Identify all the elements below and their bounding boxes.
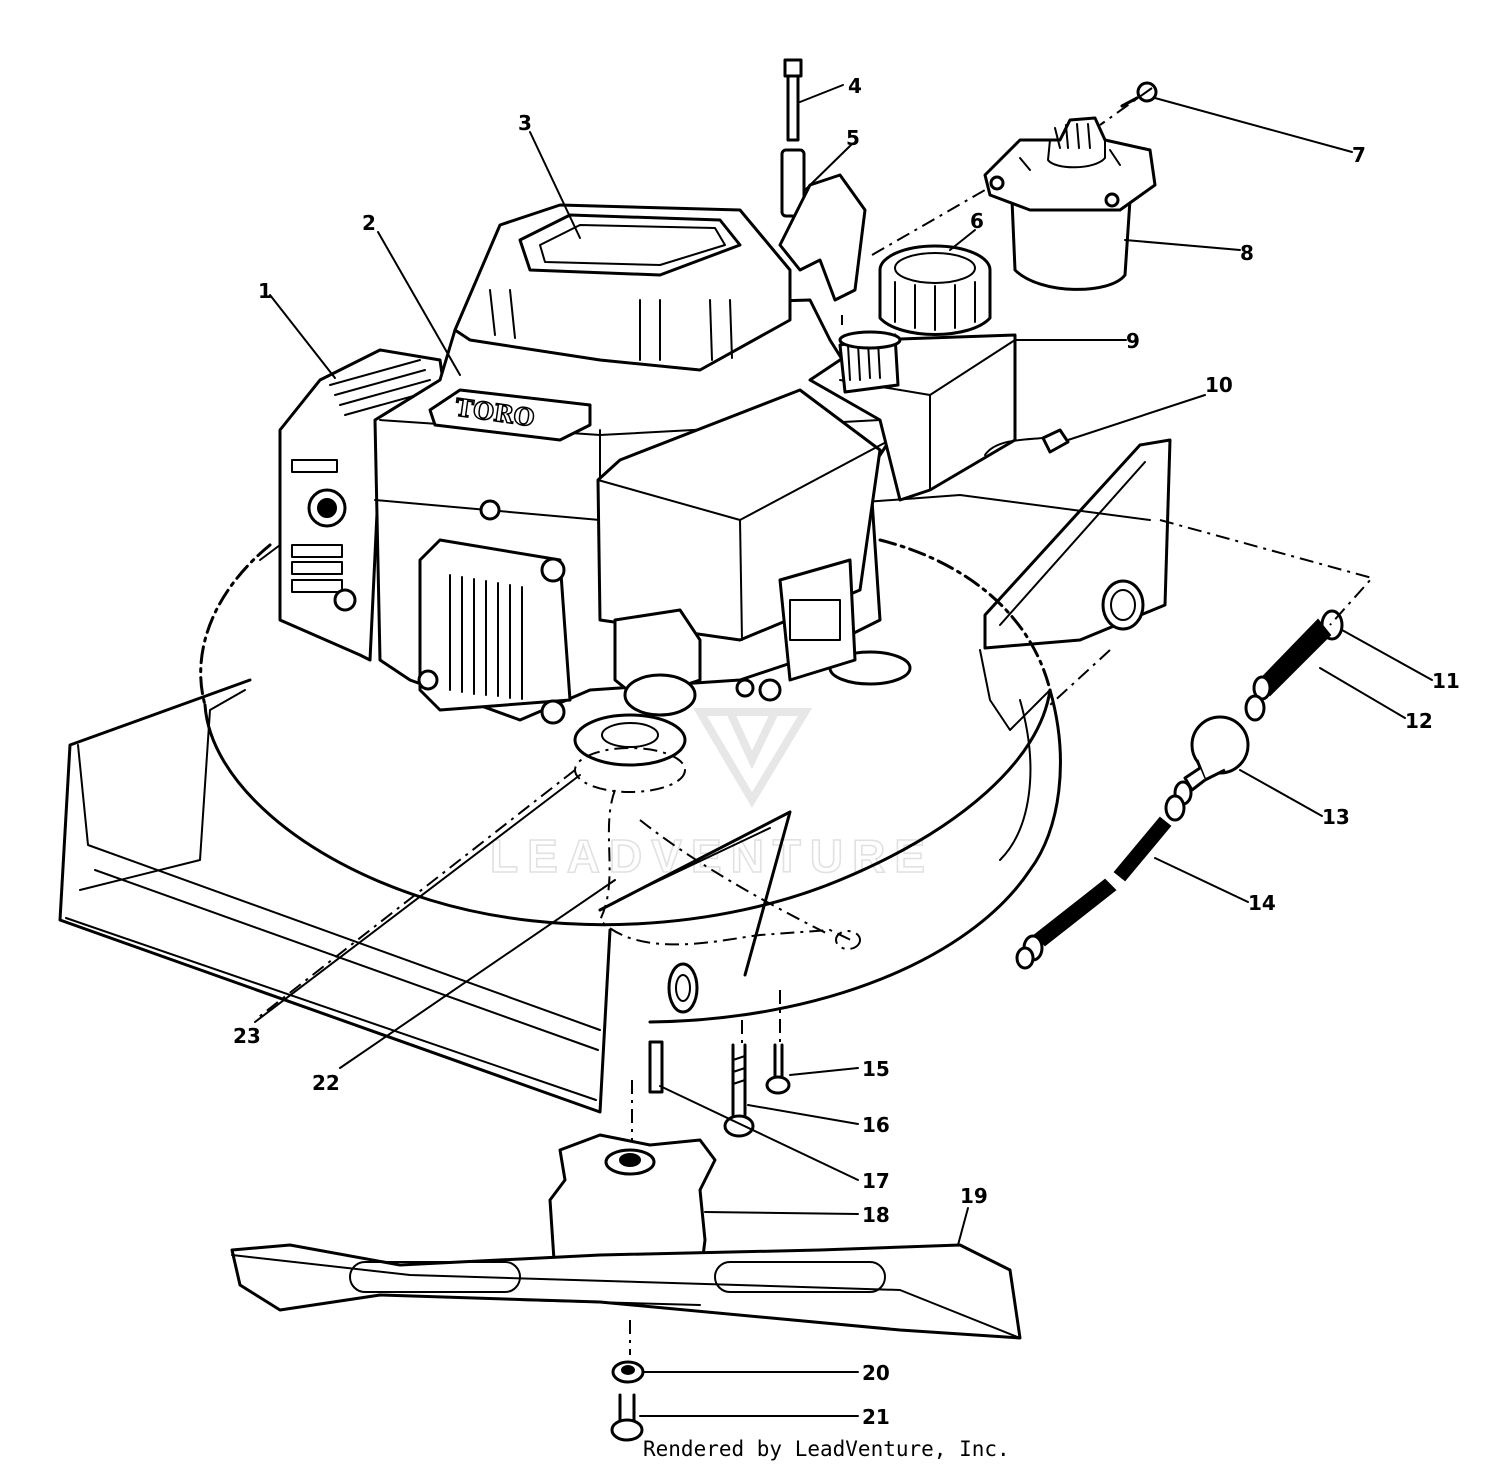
render-credit: Rendered by LeadVenture, Inc. bbox=[643, 1437, 1010, 1461]
callout-10: 10 bbox=[1205, 373, 1233, 397]
leader-lines bbox=[254, 84, 1433, 1417]
under-deck-parts bbox=[598, 789, 861, 950]
callout-16: 16 bbox=[862, 1113, 890, 1137]
starter bbox=[983, 81, 1158, 291]
blade-assembly bbox=[230, 1040, 1022, 1442]
assembly-lines bbox=[254, 87, 1374, 1045]
callout-7: 7 bbox=[1352, 143, 1366, 167]
callout-14: 14 bbox=[1248, 891, 1276, 915]
callout-23: 23 bbox=[233, 1024, 261, 1048]
callout-1: 1 bbox=[258, 279, 272, 303]
callout-15: 15 bbox=[862, 1057, 890, 1081]
callout-9: 9 bbox=[1126, 329, 1140, 353]
callout-2: 2 bbox=[362, 211, 376, 235]
callout-17: 17 bbox=[862, 1169, 890, 1193]
callout-3: 3 bbox=[518, 111, 532, 135]
callout-20: 20 bbox=[862, 1361, 890, 1385]
callout-12: 12 bbox=[1405, 709, 1433, 733]
fuel-line bbox=[984, 428, 1344, 970]
callout-11: 11 bbox=[1432, 669, 1460, 693]
callout-6: 6 bbox=[970, 209, 984, 233]
engine: TORO bbox=[278, 203, 892, 793]
callout-13: 13 bbox=[1322, 805, 1350, 829]
watermark-logo-icon bbox=[692, 708, 813, 808]
callout-18: 18 bbox=[862, 1203, 890, 1227]
callout-22: 22 bbox=[312, 1071, 340, 1095]
fuel-and-oil bbox=[778, 58, 1017, 502]
callout-21: 21 bbox=[862, 1405, 890, 1429]
callout-5: 5 bbox=[846, 126, 860, 150]
callout-8: 8 bbox=[1240, 241, 1254, 265]
callout-19: 19 bbox=[960, 1184, 988, 1208]
callout-4: 4 bbox=[848, 74, 862, 98]
callouts: 1 2 3 4 5 6 7 8 9 10 11 12 13 14 15 16 1… bbox=[233, 74, 1460, 1429]
